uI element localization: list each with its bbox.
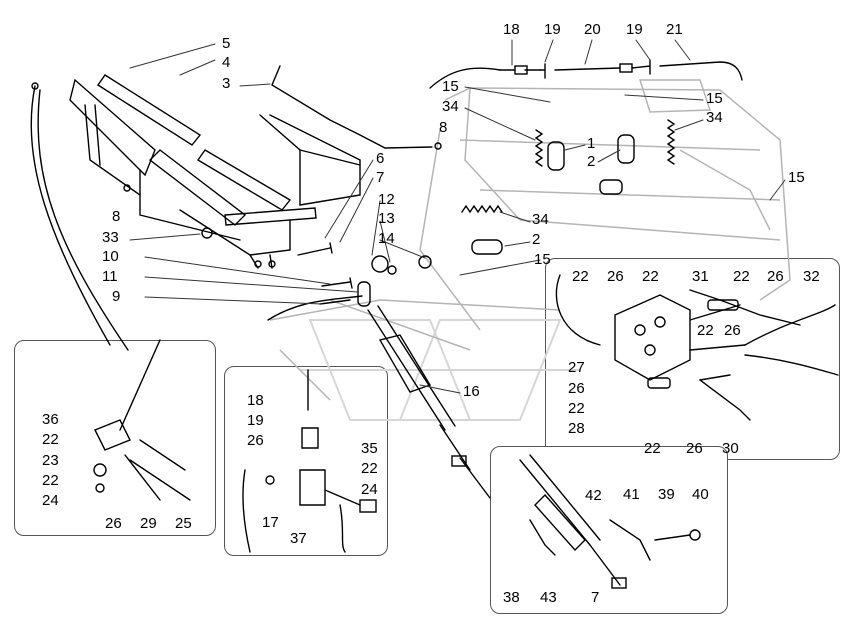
spring-right	[666, 119, 676, 165]
inset-tee-valve-detail	[224, 366, 388, 556]
inset-front-valve-detail	[14, 340, 216, 536]
front-valve-part	[93, 339, 191, 501]
callout-label: 42	[585, 487, 602, 504]
callout-label: 39	[658, 486, 675, 503]
callout-label: 21	[666, 21, 683, 38]
callout-label: 17	[262, 514, 279, 531]
inset-hydraulic-cylinder-detail	[490, 446, 728, 614]
callout-label: 35	[361, 440, 378, 457]
callout-label: 37	[290, 530, 307, 547]
cylinder-part-4	[471, 239, 503, 255]
spring-mid	[461, 204, 503, 214]
top-hose-line	[429, 59, 743, 89]
callout-label: 14	[378, 230, 395, 247]
hydraulic-cylinder-part	[519, 454, 701, 589]
callout-label: 29	[140, 515, 157, 532]
cylinder-part-1	[547, 141, 565, 171]
callout-label: 22	[733, 268, 750, 285]
callout-label: 2	[532, 231, 541, 248]
callout-label: 22	[361, 460, 378, 477]
callout-label: 27	[568, 359, 585, 376]
callout-label: 24	[42, 492, 59, 509]
callout-label: 4	[222, 54, 231, 71]
distributor-block	[555, 274, 839, 421]
ghost-chassis	[269, 79, 791, 401]
callout-label: 19	[247, 412, 264, 429]
spring-left	[534, 129, 544, 167]
callout-label: 26	[686, 440, 703, 457]
callout-label: 36	[42, 411, 59, 428]
callout-label: 15	[706, 90, 723, 107]
callout-label: 5	[222, 35, 231, 52]
callout-label: 43	[540, 589, 557, 606]
callout-label: 19	[626, 21, 643, 38]
callout-label: 8	[439, 119, 448, 136]
callout-label: 41	[623, 486, 640, 503]
callout-label: 7	[591, 589, 600, 606]
long-hose-2	[37, 89, 129, 351]
callout-label: 3	[222, 75, 231, 92]
callout-label: 26	[568, 380, 585, 397]
callout-label: 1	[587, 135, 596, 152]
callout-label: 18	[503, 21, 520, 38]
callout-label: 26	[724, 322, 741, 339]
bolt-12	[297, 242, 333, 256]
cable-9	[267, 295, 363, 321]
callout-label: 30	[722, 440, 739, 457]
leader-lines	[129, 39, 786, 394]
callout-label: 6	[376, 150, 385, 167]
callout-label: 10	[102, 248, 119, 265]
callout-label: 34	[532, 211, 549, 228]
callout-label: 26	[767, 268, 784, 285]
callout-label: 40	[692, 486, 709, 503]
callout-label: 18	[247, 392, 264, 409]
callout-label: 25	[175, 515, 192, 532]
callout-label: 33	[102, 229, 119, 246]
callout-label: 22	[42, 431, 59, 448]
pin-9	[319, 299, 351, 305]
frame-assembly	[69, 74, 361, 269]
callout-label: 20	[584, 21, 601, 38]
callout-label: 22	[42, 472, 59, 489]
callout-label: 2	[587, 153, 596, 170]
callout-label: 32	[803, 268, 820, 285]
rod-part	[271, 65, 433, 149]
callout-label: 26	[105, 515, 122, 532]
callout-label: 11	[102, 268, 118, 285]
callout-label: 22	[644, 440, 661, 457]
callout-label: 9	[112, 288, 121, 305]
callout-label: 22	[642, 268, 659, 285]
callout-label: 13	[378, 210, 395, 227]
callout-label: 22	[572, 268, 589, 285]
long-hose	[30, 85, 111, 346]
callout-label: 26	[247, 432, 264, 449]
callout-label: 22	[697, 322, 714, 339]
callout-label: 15	[788, 169, 805, 186]
callout-label: 8	[112, 208, 121, 225]
watermark-icon	[300, 319, 580, 421]
callout-label: 16	[463, 383, 480, 400]
long-rod-16	[367, 305, 491, 499]
callout-label: 28	[568, 420, 585, 437]
callout-label: 12	[378, 191, 395, 208]
cylinder-part-3	[599, 179, 623, 195]
link-11	[357, 281, 371, 307]
callout-label: 34	[442, 98, 459, 115]
callout-label: 15	[534, 251, 551, 268]
callout-label: 19	[544, 21, 561, 38]
callout-label: 15	[442, 78, 459, 95]
pin-10	[321, 277, 353, 289]
callout-label: 38	[503, 589, 520, 606]
cylinder-part-2	[617, 134, 635, 164]
callout-label: 26	[607, 268, 624, 285]
callout-label: 34	[706, 109, 723, 126]
callout-label: 7	[376, 169, 385, 186]
callout-label: 23	[42, 452, 59, 469]
callout-label: 24	[361, 481, 378, 498]
callout-label: 31	[692, 268, 709, 285]
tee-valve-part	[242, 369, 377, 553]
callout-label: 22	[568, 400, 585, 417]
